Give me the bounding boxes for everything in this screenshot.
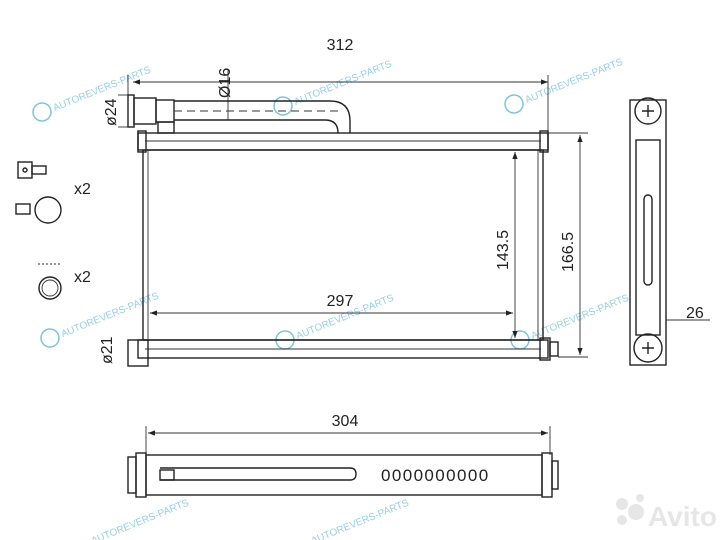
- bottom-view-slots: 0000000000: [381, 466, 490, 485]
- svg-text:AUTOREVERS-PARTS: AUTOREVERS-PARTS: [524, 57, 625, 106]
- svg-text:AUTOREVERS-PARTS: AUTOREVERS-PARTS: [60, 291, 161, 340]
- dim-26-label: 26: [686, 305, 704, 322]
- dim-312-label: 312: [327, 37, 354, 54]
- svg-text:AUTOREVERS-PARTS: AUTOREVERS-PARTS: [90, 498, 191, 540]
- clip-quantity: x2: [74, 181, 91, 198]
- dim-297-label: 297: [327, 293, 354, 310]
- dim-21-label: ø21: [99, 336, 116, 364]
- dim-304-label: 304: [332, 413, 359, 430]
- watermark: AUTOREVERS-PARTS: [32, 65, 153, 122]
- dim-16-label: Ø16: [217, 68, 234, 98]
- clip-accessory: [17, 161, 47, 179]
- bottom-tank: [127, 337, 559, 367]
- hose-clamp-accessory: [15, 196, 62, 224]
- watermark: AUTOREVERS-PARTS: [510, 293, 631, 350]
- bottom-view: 0000000000: [127, 452, 559, 498]
- svg-text:AUTOREVERS-PARTS: AUTOREVERS-PARTS: [310, 498, 411, 540]
- watermark: AUTOREVERS-PARTS: [273, 59, 394, 116]
- watermark: AUTOREVERS-PARTS: [504, 57, 625, 114]
- inlet-pipe: [127, 94, 351, 134]
- top-tank: [137, 130, 549, 153]
- dim-143-5-label: 143.5: [495, 230, 512, 270]
- ring-quantity: x2: [74, 269, 91, 286]
- dim-166-5-label: 166.5: [560, 232, 577, 272]
- dim-24-label: ø24: [103, 98, 120, 126]
- watermark: AUTOREVERS-PARTS: [90, 498, 191, 540]
- avito-logo: Avito: [616, 494, 717, 532]
- side-view: [629, 97, 667, 366]
- watermark: AUTOREVERS-PARTS: [310, 498, 411, 540]
- svg-text:Avito: Avito: [648, 501, 717, 532]
- o-ring-accessory: [38, 263, 62, 300]
